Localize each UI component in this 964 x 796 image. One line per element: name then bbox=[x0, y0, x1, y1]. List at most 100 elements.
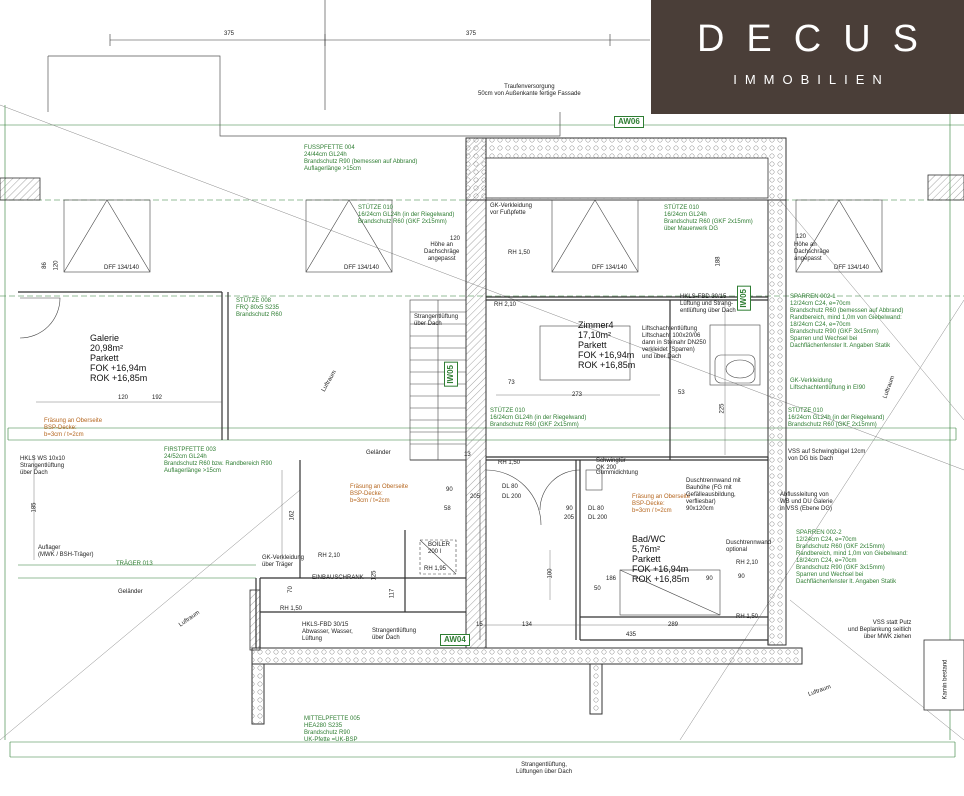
dim-134: 134 bbox=[522, 622, 533, 628]
dim-rh210-c: RH 2,10 bbox=[736, 560, 759, 566]
dim-120-d: 120 bbox=[796, 234, 807, 240]
dim-rh150-d: RH 1,50 bbox=[498, 460, 521, 466]
bath-fixtures bbox=[419, 324, 761, 616]
dim-117: 117 bbox=[389, 588, 396, 599]
dim-90-d: 90 bbox=[738, 574, 745, 580]
note-fraesung-2: Fräsung an Oberseite BSP-Decke: b=3cm / … bbox=[350, 484, 409, 504]
exterior-walls bbox=[0, 137, 964, 725]
dim-73: 73 bbox=[508, 380, 515, 386]
note-firstpfette: FIRSTPFETTE 003 24/52cm GL24h Brandschut… bbox=[164, 447, 273, 474]
logo-subline: IMMOBILIEN bbox=[733, 72, 890, 87]
note-stuetze010d: STÜTZE 010 16/24cm GL24h (in der Riegelw… bbox=[788, 408, 885, 428]
dim-289: 289 bbox=[668, 622, 679, 628]
dim-rh150-b: RH 1,50 bbox=[280, 606, 303, 612]
wall-tag-iw05: IW05 bbox=[444, 362, 458, 387]
dim-dl80-a: DL 80 bbox=[502, 484, 518, 490]
dim-205-b: 205 bbox=[564, 515, 575, 521]
room-galerie-floor: Parkett bbox=[90, 353, 119, 363]
note-duschtrennwand-2: Duschtrennwand optional bbox=[726, 540, 772, 553]
dim-86: 86 bbox=[41, 262, 48, 269]
wall-tag-aw04: AW04 bbox=[440, 634, 470, 646]
dim-70: 70 bbox=[287, 586, 294, 593]
room-bad-fok: FOK +16,94m bbox=[632, 564, 689, 574]
top-dimension-line bbox=[109, 0, 650, 110]
dim-top-left: 375 bbox=[224, 31, 235, 37]
room-galerie: Galerie 20,98m² Parkett FOK +16,94m ROK … bbox=[90, 333, 147, 383]
room-bad: Bad/WC 5,76m² Parkett FOK +16,94m ROK +1… bbox=[632, 534, 689, 584]
dim-120-b: 120 bbox=[118, 395, 129, 401]
dimension-lines bbox=[33, 300, 768, 626]
dim-90-b: 90 bbox=[566, 506, 573, 512]
note-hoehe-2: Höhe an Dachschräge angepasst bbox=[794, 242, 830, 262]
note-liftschacht: Liftschachtentlüftung Liftschacht 100x20… bbox=[642, 326, 707, 360]
dim-top-right: 375 bbox=[466, 31, 477, 37]
dim-162: 162 bbox=[289, 510, 296, 521]
dim-273: 273 bbox=[572, 392, 583, 398]
dim-100: 100 bbox=[547, 568, 554, 579]
dim-120-a: 120 bbox=[450, 236, 461, 242]
note-duschtrennwand: Duschtrennwand mit Bauhöhe (FG mit Gefäl… bbox=[686, 478, 741, 512]
room-bad-floor: Parkett bbox=[632, 554, 661, 564]
dim-rh150-c: RH 1,50 bbox=[736, 614, 759, 620]
staircase bbox=[409, 299, 481, 640]
dim-rh210-b: RH 2,10 bbox=[318, 553, 341, 559]
dim-53: 53 bbox=[678, 390, 685, 396]
room-zimmer4: Zimmer4 17,10m² Parkett FOK +16,94m ROK … bbox=[578, 320, 635, 370]
note-fraesung-1: Fräsung an Oberseite BSP-Decke: b=3cm / … bbox=[44, 418, 103, 438]
note-kamin: Kamin bestand bbox=[942, 659, 949, 700]
room-zimmer4-floor: Parkett bbox=[578, 340, 607, 350]
note-stuetze010c: STÜTZE 010 16/24cm GL24h (in der Riegelw… bbox=[490, 408, 587, 428]
dim-90-a: 90 bbox=[446, 487, 453, 493]
room-zimmer4-fok: FOK +16,94m bbox=[578, 350, 635, 360]
room-bad-rok: ROK +16,85m bbox=[632, 574, 690, 584]
dim-188: 188 bbox=[715, 256, 722, 267]
room-zimmer4-area: 17,10m² bbox=[578, 330, 612, 340]
note-gk-verkleidung-3: GK-Verkleidung über Träger bbox=[262, 555, 305, 568]
note-einbauschrank: EINBAUSCHRANK bbox=[312, 575, 364, 581]
dim-rh210-a: RH 2,10 bbox=[494, 302, 517, 308]
note-mittelpfette: MITTELPFETTE 005 HEA280 S235 Brandschutz… bbox=[304, 716, 361, 743]
note-fraesung-3: Fräsung an Oberseite BSP-Decke: b=3cm / … bbox=[632, 494, 691, 514]
note-sparren-1: SPARREN 002-1 12/24cm C24, e=70cm Brands… bbox=[790, 294, 904, 349]
dim-58: 58 bbox=[444, 506, 451, 512]
note-vss-2: VSS statt Putz und Beplankung seitlich ü… bbox=[848, 620, 912, 640]
note-dff-2: DFF 134/140 bbox=[344, 265, 380, 271]
dim-90-c: 90 bbox=[706, 576, 713, 582]
note-strangentlueftung-3: Strangentlüftung, Lüftungen über Dach bbox=[516, 762, 573, 775]
note-vss: VSS auf Schwingbügel 12cm von DG bis Dac… bbox=[788, 449, 866, 462]
dim-15: 15 bbox=[476, 622, 483, 628]
note-boiler: BOILER 200 l bbox=[428, 542, 451, 555]
room-galerie-name: Galerie bbox=[90, 333, 120, 343]
dim-225: 225 bbox=[719, 403, 726, 414]
note-traeger: TRÄGER 013 bbox=[116, 561, 153, 567]
dim-13: 13 bbox=[464, 452, 471, 458]
note-gelaender-1: Geländer bbox=[366, 450, 391, 456]
room-galerie-rok: ROK +16,85m bbox=[90, 373, 148, 383]
note-hoehe-1: Höhe an Dachschräge angepasst bbox=[424, 242, 460, 262]
note-gummidichtung: Gummidichtung bbox=[596, 470, 639, 476]
note-sparren-2: SPARREN 002-2 12/24cm C24, e=70cm Brands… bbox=[796, 530, 908, 585]
note-dff-4: DFF 134/140 bbox=[834, 265, 870, 271]
note-stuetze008: STÜTZE 008 FRQ 80x5 S235 Brandschutz R60 bbox=[236, 298, 283, 318]
wall-tag-aw06: AW06 bbox=[614, 116, 644, 128]
door-swings bbox=[19, 297, 581, 526]
note-hkls-fbd-1: HKLS-FBD 30/15 Lüftung und Strang- entlü… bbox=[680, 294, 736, 314]
dim-185: 185 bbox=[31, 502, 38, 513]
room-zimmer4-rok: ROK +16,85m bbox=[578, 360, 636, 370]
roof-windows bbox=[63, 199, 883, 273]
note-abflussleitung: Abflussleitung von WB und DU Galerie in … bbox=[780, 492, 833, 512]
note-strangentlueftung-1: Strangentlüftung über Dach bbox=[414, 314, 459, 327]
room-bad-name: Bad/WC bbox=[632, 534, 666, 544]
dim-dl200-b: DL 200 bbox=[588, 515, 608, 521]
note-strangentlueftung-2: Strangentlüftung über Dach bbox=[372, 628, 417, 641]
dim-50: 50 bbox=[594, 586, 601, 592]
dim-125: 125 bbox=[371, 570, 378, 581]
dim-dl80-b: DL 80 bbox=[588, 506, 604, 512]
note-stuetze010b: STÜTZE 010 16/24cm GL24h Brandschutz R60… bbox=[664, 205, 753, 232]
note-gk-verkleidung-1: GK-Verkleidung vor Fußpfette bbox=[490, 203, 533, 216]
room-zimmer4-name: Zimmer4 bbox=[578, 320, 614, 330]
note-stuetze010a: STÜTZE 010 16/24cm GL24h (in der Riegelw… bbox=[358, 205, 455, 225]
note-gk-verkleidung-2: GK-Verkleidung Liftschachtentlüftung in … bbox=[790, 378, 866, 391]
note-dff-3: DFF 134/140 bbox=[592, 265, 628, 271]
dim-205-a: 205 bbox=[470, 494, 481, 500]
